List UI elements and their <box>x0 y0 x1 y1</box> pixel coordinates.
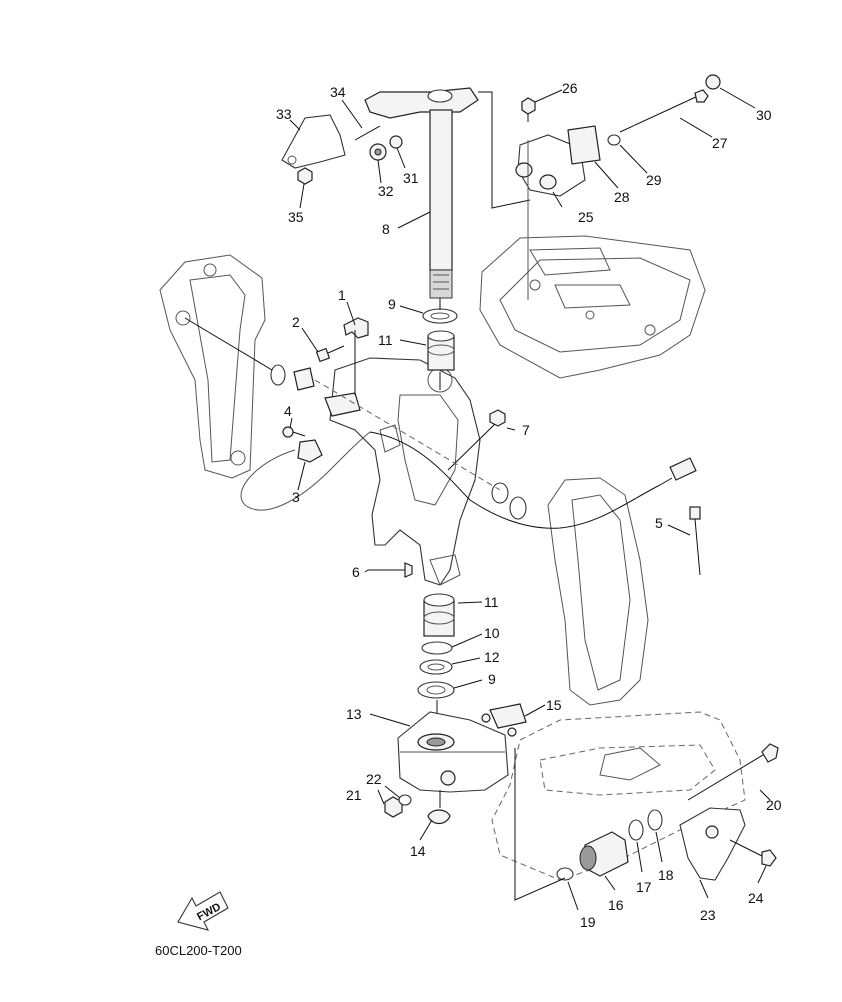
callout-18: 18 <box>658 867 674 883</box>
part-4-screw <box>282 426 306 438</box>
part-16-mount-rubber <box>579 831 629 877</box>
callout-15: 15 <box>546 697 562 713</box>
part-13-lower-mount-housing <box>397 711 509 793</box>
part-11-bushing-upper <box>427 330 455 371</box>
part-26-bolt <box>521 97 536 122</box>
part-30-nut <box>705 74 721 90</box>
pivot-bushings <box>184 317 527 520</box>
callout-20: 20 <box>766 797 782 813</box>
part-14-clip <box>427 790 451 825</box>
callout-3: 3 <box>292 489 300 505</box>
callout-1: 1 <box>338 287 346 303</box>
callout-33: 33 <box>276 106 292 122</box>
part-9-washer-upper <box>422 308 458 324</box>
callout-10: 10 <box>484 625 500 641</box>
callout-34: 34 <box>330 84 346 100</box>
part-11-bushing-lower <box>423 593 455 637</box>
callout-5: 5 <box>655 515 663 531</box>
part-21-nut <box>384 796 403 818</box>
part-35-nut <box>297 167 313 185</box>
part-28-plate <box>567 125 601 165</box>
part-5-cable-tie <box>689 506 701 576</box>
part-18-washer <box>647 809 663 831</box>
fwd-arrow-icon: FWD <box>177 891 229 931</box>
callout-13: 13 <box>346 706 362 722</box>
part-8-steering-arm <box>364 87 531 299</box>
callout-21: 21 <box>346 787 362 803</box>
part-31-nut <box>389 135 403 149</box>
part-2-bolt <box>315 345 345 363</box>
part-17-spacer <box>628 819 644 841</box>
part-20-through-bolt <box>687 743 779 801</box>
bottom-cowling-outline <box>479 235 706 379</box>
callout-23: 23 <box>700 907 716 923</box>
callout-30: 30 <box>756 107 772 123</box>
callout-4: 4 <box>284 403 292 419</box>
callout-8: 8 <box>382 221 390 237</box>
callout-19: 19 <box>580 914 596 930</box>
callout-28: 28 <box>614 189 630 205</box>
upper-casing-outline <box>547 477 649 706</box>
callout-16: 16 <box>608 897 624 913</box>
part-6-screw <box>368 562 413 578</box>
callout-32: 32 <box>378 183 394 199</box>
part-7-nut <box>447 409 506 471</box>
part-25-bracket <box>515 134 586 300</box>
callout-29: 29 <box>646 172 662 188</box>
part-34-bolt <box>354 125 381 141</box>
part-24-bolt <box>729 839 777 867</box>
callout-2: 2 <box>292 314 300 330</box>
drawing-code: 60CL200-T200 <box>155 943 242 958</box>
part-3-clamp <box>240 431 371 511</box>
callout-24: 24 <box>748 890 764 906</box>
callout-11-upper: 11 <box>378 332 393 348</box>
clamp-bracket-outline <box>159 254 266 479</box>
callout-6: 6 <box>352 564 360 580</box>
callout-11-lower: 11 <box>484 594 499 610</box>
part-27-rod <box>619 89 709 133</box>
part-33-tiller-bracket <box>281 114 346 169</box>
callout-labels: 1 2 3 4 5 6 7 8 9 9 10 11 11 12 13 14 15… <box>276 80 782 930</box>
callout-22: 22 <box>366 771 382 787</box>
callout-26: 26 <box>562 80 578 96</box>
part-12-washer <box>419 659 453 675</box>
part-23-mount-cover <box>679 807 746 881</box>
part-9-washer-lower <box>417 681 455 699</box>
callout-31: 31 <box>403 170 419 186</box>
callout-17: 17 <box>636 879 652 895</box>
part-32-nut <box>369 143 387 161</box>
wire-lead <box>369 431 697 529</box>
callout-9-upper: 9 <box>388 296 396 312</box>
callout-27: 27 <box>712 135 728 151</box>
part-19-washer <box>514 748 574 901</box>
callout-35: 35 <box>288 209 304 225</box>
callout-leaders <box>289 87 771 911</box>
callout-7: 7 <box>522 422 530 438</box>
callout-9-lower: 9 <box>488 671 496 687</box>
part-29-washer <box>607 134 621 146</box>
swivel-bracket <box>329 357 481 586</box>
callout-25: 25 <box>578 209 594 225</box>
part-10-o-ring <box>421 641 453 655</box>
part-22-washer <box>398 794 412 806</box>
callout-12: 12 <box>484 649 500 665</box>
callout-14: 14 <box>410 843 426 859</box>
part-1-bracket <box>324 317 369 417</box>
part-15-pin <box>481 703 527 737</box>
